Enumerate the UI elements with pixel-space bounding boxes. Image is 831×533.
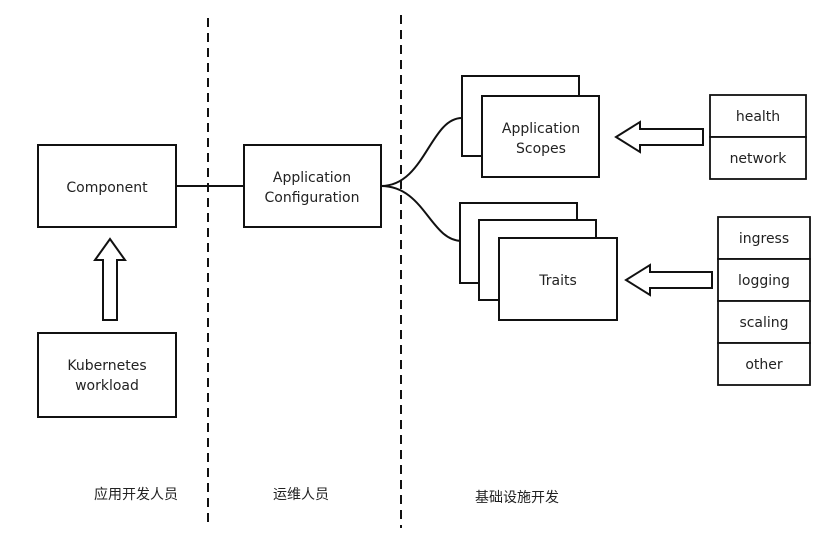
application-scopes-stack: Application Scopes [461,75,600,178]
application-configuration-label-line2: Configuration [265,190,360,206]
appconfig-to-scopes-connector [380,117,463,187]
application-scopes-label-line1: Application [502,121,580,137]
application-configuration-label-line1: Application [273,170,351,186]
kubernetes-workload-label-line2: workload [75,378,139,394]
trait-items-table: ingress logging scaling other [717,216,811,386]
traits-left-arrow [624,263,713,297]
role-label-app-developer: 应用开发人员 [94,486,178,503]
trait-item-ingress: ingress [739,231,789,247]
trait-item-other: other [745,357,783,373]
traits-label: Traits [538,273,577,289]
workload-up-arrow [93,237,127,321]
trait-item-scaling: scaling [739,315,788,331]
component-label: Component [66,180,148,196]
application-configuration-box: Application Configuration [243,144,382,228]
scope-item-network: network [730,151,788,167]
scope-items-table: health network [709,94,807,180]
trait-item-logging: logging [738,273,790,289]
trait-item-cell [717,342,811,386]
scopes-front-card [481,95,600,178]
role-label-operator: 运维人员 [273,487,329,503]
scopes-left-arrow [614,120,704,154]
traits-front-card [498,237,618,321]
scope-item-cell [709,136,807,180]
role-label-infra-developer: 基础设施开发 [475,489,559,506]
scope-item-cell [709,94,807,138]
traits-stack: Traits [459,202,618,321]
kubernetes-workload-label-line1: Kubernetes [67,358,146,374]
kubernetes-workload-box: Kubernetes workload [37,332,177,418]
appconfig-to-traits-connector [380,185,463,242]
scope-item-health: health [736,109,780,125]
trait-item-cell [717,300,811,344]
application-scopes-label-line2: Scopes [516,141,566,157]
component-box: Component [37,144,177,228]
